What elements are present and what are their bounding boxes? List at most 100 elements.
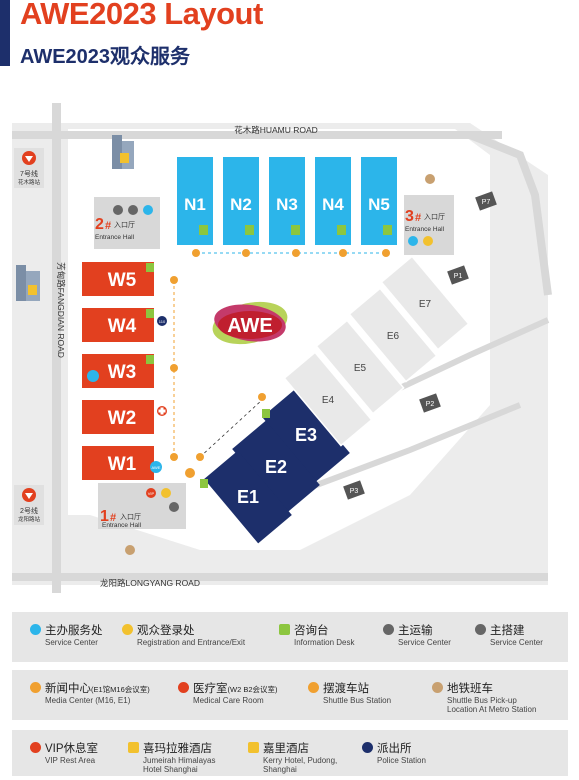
legend-item-cross: 医疗室(W2 B2会议室)Medical Care Room	[178, 680, 278, 705]
hall-n2[interactable]: N2	[223, 157, 259, 245]
info-desk-icon	[146, 309, 154, 318]
hall-e1[interactable]: E1	[204, 450, 292, 544]
hall-label: W4	[108, 316, 137, 337]
svg-text:AWE: AWE	[152, 465, 161, 470]
hall-w2[interactable]: W2	[82, 400, 154, 434]
svg-text:AWE: AWE	[227, 315, 273, 337]
metro-line-7: 7号线 花木路站	[14, 148, 44, 188]
road-diagonal-1	[383, 317, 550, 398]
hall-w4[interactable]: W4	[82, 308, 154, 342]
svg-text:花木路站: 花木路站	[18, 178, 41, 186]
hall-n5[interactable]: N5	[361, 157, 397, 245]
shuttle-stop-icon	[196, 453, 204, 461]
svg-text:#: #	[415, 212, 421, 224]
svg-text:VIP: VIP	[148, 491, 155, 496]
hall-label: N4	[322, 195, 344, 214]
shuttle-stop-icon	[339, 249, 347, 257]
parking-p1: P1	[447, 265, 469, 285]
legend-row-3	[12, 730, 568, 776]
hotel-icon	[128, 742, 139, 753]
info-desk-icon	[337, 225, 346, 235]
legend-row-1	[12, 612, 568, 662]
hall-n1[interactable]: N1	[177, 157, 213, 245]
vip-icon	[30, 742, 41, 753]
svg-text:2: 2	[95, 216, 104, 233]
hall-label: W5	[108, 270, 137, 291]
hall-label: W2	[108, 408, 137, 429]
hall-e6[interactable]: E6	[348, 287, 438, 383]
medical-cross-icon	[157, 406, 167, 416]
hall-label: N3	[276, 195, 298, 214]
shuttle-stop-icon	[382, 249, 390, 257]
hall-n3[interactable]: N3	[269, 157, 305, 245]
parking-label: P3	[350, 488, 359, 495]
mic-icon	[30, 682, 41, 693]
info-desk-icon	[262, 409, 270, 418]
svg-text:入口厅: 入口厅	[424, 213, 445, 221]
parking-p2: P2	[419, 393, 441, 413]
road-fangdian	[52, 103, 61, 593]
awe-logo: AWE	[212, 301, 288, 345]
hall-label: W1	[108, 454, 137, 475]
awe-icon	[30, 624, 41, 635]
road-huamu	[12, 131, 502, 139]
hall-label: E7	[419, 299, 432, 310]
shuttle-stop-icon	[192, 249, 200, 257]
info-desk-icon	[383, 225, 392, 235]
police-icon	[362, 742, 373, 753]
svg-text:#: #	[110, 512, 116, 524]
info-desk-icon	[199, 225, 208, 235]
hall-e3[interactable]: E3	[262, 388, 350, 482]
svg-text:110: 110	[159, 319, 166, 324]
hall-w5[interactable]: W5	[82, 262, 154, 296]
media-center-icon	[185, 468, 195, 478]
hall-n4[interactable]: N4	[315, 157, 351, 245]
shuttle-bus-icon	[425, 174, 435, 184]
svg-text:1: 1	[100, 508, 109, 525]
svg-text:2号线: 2号线	[20, 506, 38, 515]
parking-p3: P3	[343, 480, 365, 500]
accessibility-icon	[87, 370, 99, 382]
parking-label: P7	[482, 199, 491, 206]
hall-e5[interactable]: E5	[315, 319, 405, 415]
entrance-hall-1[interactable]: 1 # 入口厅 Entrance Hall VIP	[98, 483, 186, 529]
police-icon: 110	[157, 316, 167, 326]
shuttle-stop-icon	[258, 393, 266, 401]
page-subtitle: AWE2023观众服务	[20, 46, 191, 68]
info-desk-icon	[200, 479, 208, 488]
entrance-hall-3[interactable]: 3 # 入口厅 Entrance Hall	[404, 195, 454, 255]
shuttle-stop-icon	[292, 249, 300, 257]
hall-label: E3	[295, 425, 317, 445]
hall-e2[interactable]: E2	[232, 420, 320, 514]
svg-text:#: #	[105, 220, 111, 232]
info-desk-icon	[146, 263, 154, 272]
svg-text:入口厅: 入口厅	[114, 221, 135, 229]
legend-row-2	[12, 670, 568, 720]
hall-label: E5	[354, 363, 367, 374]
svg-text:7号线: 7号线	[20, 169, 38, 178]
shuttle-route	[199, 399, 263, 458]
hall-e7[interactable]: E7	[380, 255, 470, 351]
tools-icon	[475, 624, 486, 635]
hall-w1[interactable]: W1	[82, 446, 154, 480]
truck-icon	[383, 624, 394, 635]
parking-p7: P7	[475, 191, 497, 211]
shuttle-stop-icon	[170, 364, 178, 372]
cross-icon	[178, 682, 189, 693]
road-east	[468, 131, 552, 296]
hall-e4[interactable]: E4	[283, 351, 373, 447]
hotel-building-icon	[112, 135, 134, 169]
shuttle-stop-icon	[170, 453, 178, 461]
entrance-hall-2[interactable]: 2 # 入口厅 Entrance Hall	[94, 197, 160, 249]
hall-label: N1	[184, 195, 206, 214]
road-longyang	[12, 573, 548, 581]
person-icon	[122, 624, 133, 635]
